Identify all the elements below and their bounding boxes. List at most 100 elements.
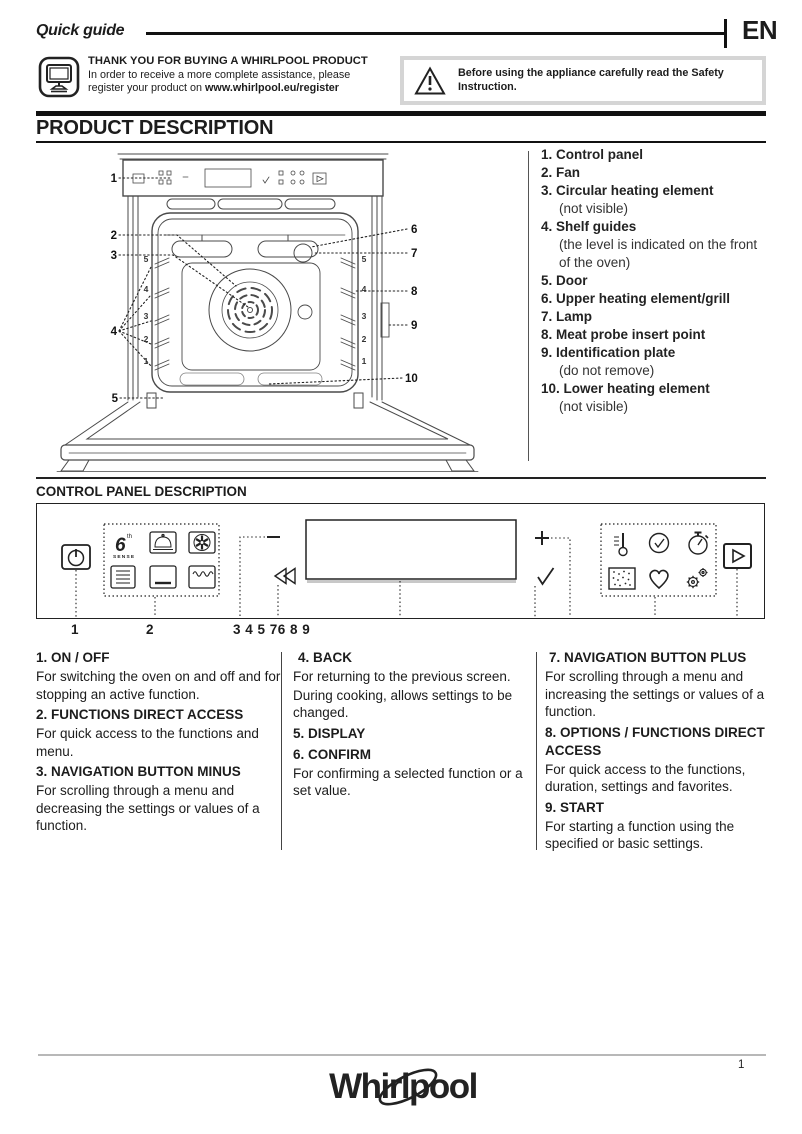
oven-door [56,401,479,472]
cook4-icon [149,531,177,554]
shelf-level: 5 [362,254,367,264]
register-url[interactable]: www.whirlpool.eu/register [205,82,340,95]
cp-callout-cluster: 3 4 5 76 8 9 [233,622,311,637]
warning-text: Before using the appliance carefully rea… [458,67,724,93]
list-item-note: (the level is indicated on the front of … [559,237,758,270]
shelf-level: 4 [144,284,149,294]
svg-text:th: th [127,534,132,540]
callout-3: 3 [111,250,117,262]
fn-column-3: 7. NAVIGATION BUTTON PLUS For scrolling … [545,646,769,854]
list-item: 2. Fan [541,165,581,180]
register-text: THANK YOU FOR BUYING A WHIRLPOOL PRODUCT… [88,55,400,96]
cp-callout-1: 1 [71,622,80,637]
list-item: 9. Identification plate [541,345,676,360]
favorites-heart-icon [649,569,669,590]
fn-divider-1 [281,652,282,850]
callout-2: 2 [111,230,117,242]
shelf-level: 1 [144,356,149,366]
fn-para: For scrolling through a menu and decreas… [36,783,260,833]
fan-icon [208,268,292,352]
page-number: 1 [738,1059,745,1071]
fn-para: For starting a function using the specif… [545,818,735,852]
power-button-icon [61,544,91,570]
warning-box: Before using the appliance carefully rea… [400,56,766,105]
bottom-heat-icon [149,565,177,589]
section-divider [36,477,766,479]
fn-title: 8. OPTIONS / FUNCTIONS DIRECT ACCESS [545,724,765,758]
grill-icon [188,565,216,589]
thermometer-icon [614,533,628,557]
clock-check-icon [648,532,670,554]
svg-text:SENSE: SENSE [113,554,135,560]
doc-type-title: Quick guide [36,22,125,39]
confirm-icon [537,567,555,586]
section-bar [36,111,766,116]
meat-probe-icon [297,304,313,320]
whirlpool-logo: Whirlpool [298,1056,508,1118]
fn-title: 6. CONFIRM [293,746,372,762]
list-item: 6. Upper heating element/grill [541,291,731,306]
display-screen [305,519,517,580]
fn-title: 2. FUNCTIONS DIRECT ACCESS [36,707,244,722]
callout-5: 5 [112,393,119,405]
menu-icon [110,565,136,589]
cp-callout-2: 2 [146,622,155,637]
warning-triangle-icon [414,65,446,96]
options-group-border [600,523,717,597]
fn-title: 9. START [545,799,605,815]
fn-para: For returning to the previous screen. [293,669,511,684]
fn-divider-2 [536,652,537,850]
functions-group-border [103,523,220,597]
mini-control-panel [132,168,327,188]
shelf-level: 2 [144,334,149,344]
identification-plate [380,302,390,338]
callout-7: 7 [411,248,417,260]
settings-gears-icon [686,568,708,589]
shelf-level: 4 [362,284,367,294]
list-item-note: (not visible) [559,201,629,216]
register-monitor-icon [38,56,80,98]
list-item: 4. Shelf guides [541,219,637,234]
fn-para: For confirming a selected function or a … [293,765,523,799]
fn-title: 3. NAVIGATION BUTTON MINUS [36,764,241,779]
fn-column-2: 4. BACK For returning to the previous sc… [293,646,533,801]
control-panel-figure: 6 th SENSE [36,503,765,619]
list-item-note: (not visible) [559,399,629,414]
footer-rule [38,1054,766,1056]
shelf-level: 3 [362,311,367,321]
svg-text:6: 6 [115,535,126,556]
callout-9: 9 [411,320,417,332]
fn-title: 5. DISPLAY [293,725,366,741]
lamp-icon [293,243,313,263]
callout-4: 4 [111,326,118,338]
list-item: 5. Door [541,273,588,288]
callout-1: 1 [111,173,118,185]
fn-para: During cooking, allows settings to be ch… [293,687,513,721]
shelf-level: 2 [362,334,367,344]
shelf-level: 3 [144,311,149,321]
list-item: 8. Meat probe insert point [541,327,706,342]
list-item: 10. Lower heating element [541,381,710,396]
fn-title: 1. ON / OFF [36,650,110,665]
back-icon [273,567,296,585]
shelf-level: 1 [362,356,367,366]
callout-8: 8 [411,286,418,298]
oven-diagram: 1 2 3 4 5 6 7 8 9 10 5 4 3 2 1 5 4 3 [55,147,480,472]
fn-para: For quick access to the functions, durat… [545,761,746,795]
list-item-note: (do not remove) [559,363,655,378]
list-item: 7. Lamp [541,309,593,324]
defrost-icon [608,567,636,590]
fn-title: 7. NAVIGATION BUTTON PLUS [549,650,747,665]
fn-para: For switching the oven on and off and fo… [36,669,281,702]
language-badge: EN [742,15,778,45]
fn-para: For scrolling through a menu and increas… [545,669,765,719]
header-rule-tick [724,19,727,48]
product-description-title: PRODUCT DESCRIPTION [36,117,274,139]
callout-10: 10 [405,373,418,385]
register-line2: register your product on www.whirlpool.e… [88,82,340,95]
callout-6: 6 [411,224,417,236]
fn-title: 4. BACK [298,650,353,665]
start-button-icon [723,543,752,569]
forced-air-fan-icon [188,531,216,554]
